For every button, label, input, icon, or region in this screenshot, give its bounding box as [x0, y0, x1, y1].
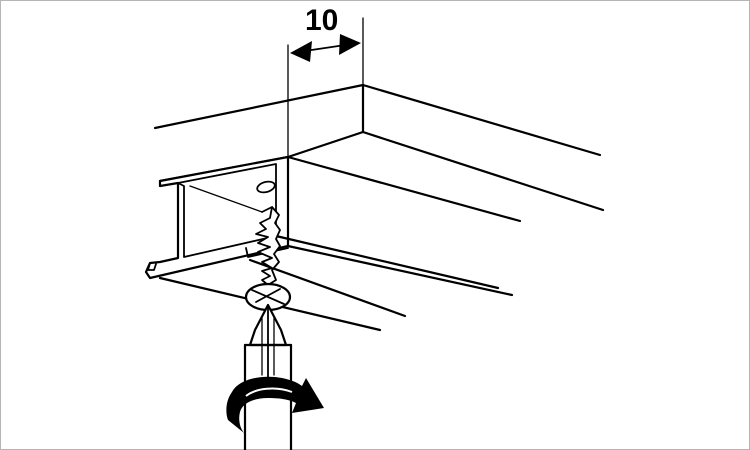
rail-hole	[256, 180, 276, 194]
dimension-arrowhead-right	[339, 34, 361, 55]
rotation-arrow-icon	[226, 376, 324, 433]
mounting-rail	[144, 155, 514, 332]
dimension-label: 10	[305, 4, 338, 37]
dimension-annotation: 10	[287, 4, 364, 161]
dimension-arrowhead-left	[290, 41, 312, 62]
